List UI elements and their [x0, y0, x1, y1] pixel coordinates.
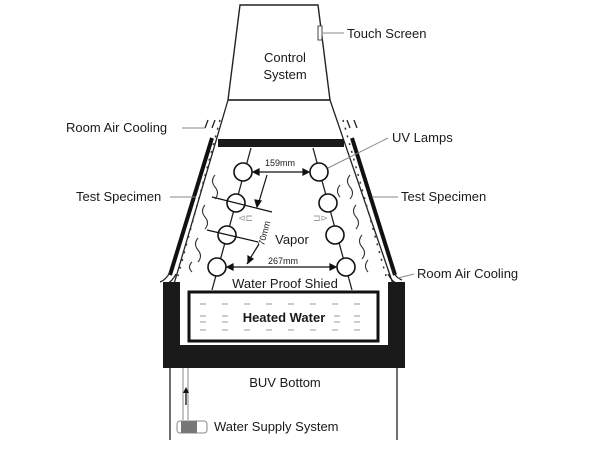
water-supply-system-label: Water Supply System [214, 419, 339, 434]
buv-bottom-label: BUV Bottom [249, 375, 321, 390]
uv-lamps-label: UV Lamps [392, 130, 453, 145]
control-system-label-2: System [263, 67, 306, 82]
test-specimen-left-label: Test Specimen [76, 189, 161, 204]
top-bar [218, 139, 344, 147]
touch-screen-label: Touch Screen [347, 26, 427, 41]
room-air-cooling-right-label: Room Air Cooling [417, 266, 518, 281]
touch-screen-icon [317, 25, 323, 41]
dim-159-label: 159mm [265, 158, 295, 168]
water-proof-shield-label: Water Proof Shied [232, 276, 338, 291]
heated-water-label: Heated Water [243, 310, 326, 325]
vapor-label: Vapor [275, 232, 309, 247]
left-specimen-panel [159, 119, 221, 285]
vapor-waves [188, 174, 369, 273]
uv-lamp-icon [233, 162, 253, 182]
uv-lamp-icon [336, 257, 356, 277]
dim-267-label: 267mm [268, 256, 298, 266]
uv-lamp-icon [325, 225, 345, 245]
water-supply-pump-icon [176, 420, 208, 434]
base-frame [163, 282, 405, 368]
right-specimen-panel [342, 119, 403, 285]
uv-lamp-icon [207, 257, 227, 277]
control-system-label: Control [264, 50, 306, 65]
uv-lamp-icon [318, 193, 338, 213]
sensor-left-icon: ⊲⊏ [238, 213, 253, 223]
uv-lamp-icon [309, 162, 329, 182]
dimension-lines [206, 168, 338, 271]
dim-70-label: 70mm [256, 220, 272, 247]
room-air-cooling-left-label: Room Air Cooling [66, 120, 167, 135]
water-lines [200, 303, 360, 331]
sensor-right-icon: ⊐⊳ [313, 213, 328, 223]
water-tank [187, 290, 380, 343]
test-specimen-right-label: Test Specimen [401, 189, 486, 204]
